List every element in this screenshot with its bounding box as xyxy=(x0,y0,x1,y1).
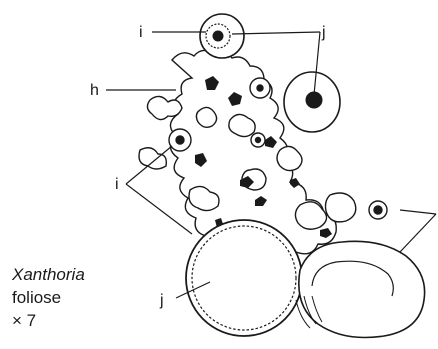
caption-genus: Xanthoria xyxy=(12,264,85,286)
apothecium-right xyxy=(284,72,340,132)
cup-lobe xyxy=(296,241,425,337)
apothecium-large xyxy=(186,220,302,336)
apothecium-top xyxy=(200,14,244,58)
label-j-bottom: j xyxy=(159,292,164,309)
label-i-left: i xyxy=(115,176,119,193)
label-i-top: i xyxy=(139,24,143,41)
caption-form: foliose xyxy=(12,287,61,309)
label-j-top: j xyxy=(321,24,326,41)
caption-magnification: × 7 xyxy=(12,310,36,332)
label-h: h xyxy=(90,82,99,99)
